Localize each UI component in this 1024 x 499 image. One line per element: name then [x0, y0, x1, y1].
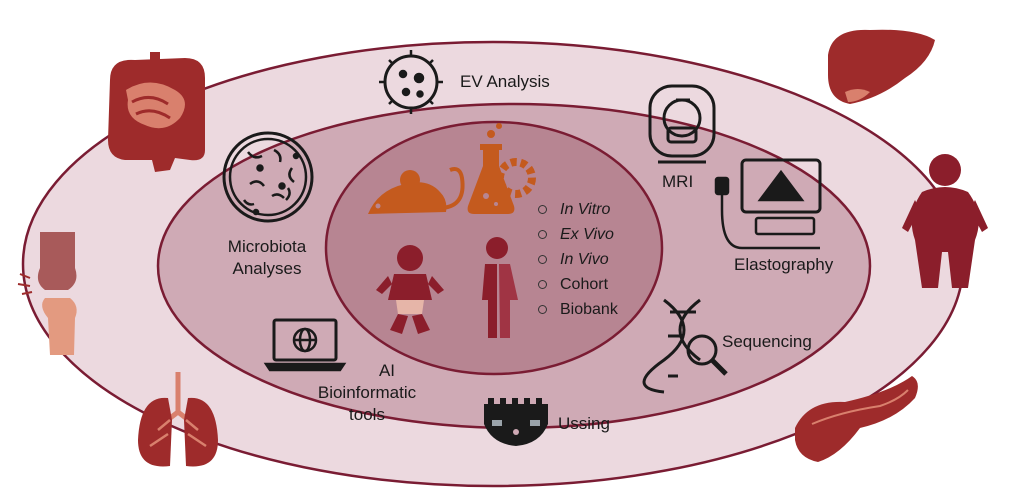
method-item: In Vitro [538, 197, 618, 222]
label-microbiota-analyses: Microbiota Analyses [212, 236, 322, 280]
label-ai-line2: Bioinformatic [317, 383, 417, 402]
lungs-icon [138, 372, 218, 467]
label-ev-analysis: EV Analysis [460, 72, 550, 91]
method-item: Biobank [538, 297, 618, 322]
dna-magnifier-icon [642, 298, 728, 394]
label-ussing: Ussing [558, 414, 610, 433]
bullet-icon [538, 280, 547, 289]
virus-icon [379, 50, 443, 114]
bullet-icon [538, 255, 547, 264]
mri-icon [648, 84, 716, 164]
method-item: Ex Vivo [538, 222, 618, 247]
pancreas-icon [795, 376, 918, 462]
label-microbiota-line1: Microbiota [227, 237, 307, 256]
intestine-icon [108, 52, 205, 172]
person-icon [902, 154, 988, 288]
bullet-icon [538, 305, 547, 314]
method-item: Cohort [538, 272, 618, 297]
bullet-icon [538, 205, 547, 214]
label-ai-line1: AI [378, 361, 396, 380]
label-sequencing: Sequencing [722, 332, 812, 351]
bullet-icon [538, 230, 547, 239]
flask-gear-icon [467, 123, 536, 214]
human-gender-icon [482, 237, 518, 338]
label-elastography: Elastography [734, 255, 834, 274]
petri-dish-icon [222, 131, 314, 223]
knee-icon [17, 232, 77, 355]
ultrasound-icon [714, 158, 822, 250]
label-ai-tools: AI Bioinformatic tools [292, 360, 442, 426]
label-ai-line3: tools [349, 405, 385, 424]
label-microbiota-line2: Analyses [232, 259, 302, 278]
liver-icon [828, 29, 935, 104]
ussing-chamber-icon [484, 398, 548, 446]
method-item: In Vivo [538, 247, 618, 272]
label-mri: MRI [662, 172, 694, 191]
baby-icon [376, 245, 444, 334]
laptop-globe-icon [263, 318, 347, 372]
methods-list: In Vitro Ex Vivo In Vivo Cohort Biobank [538, 197, 618, 322]
mouse-icon [368, 167, 465, 214]
